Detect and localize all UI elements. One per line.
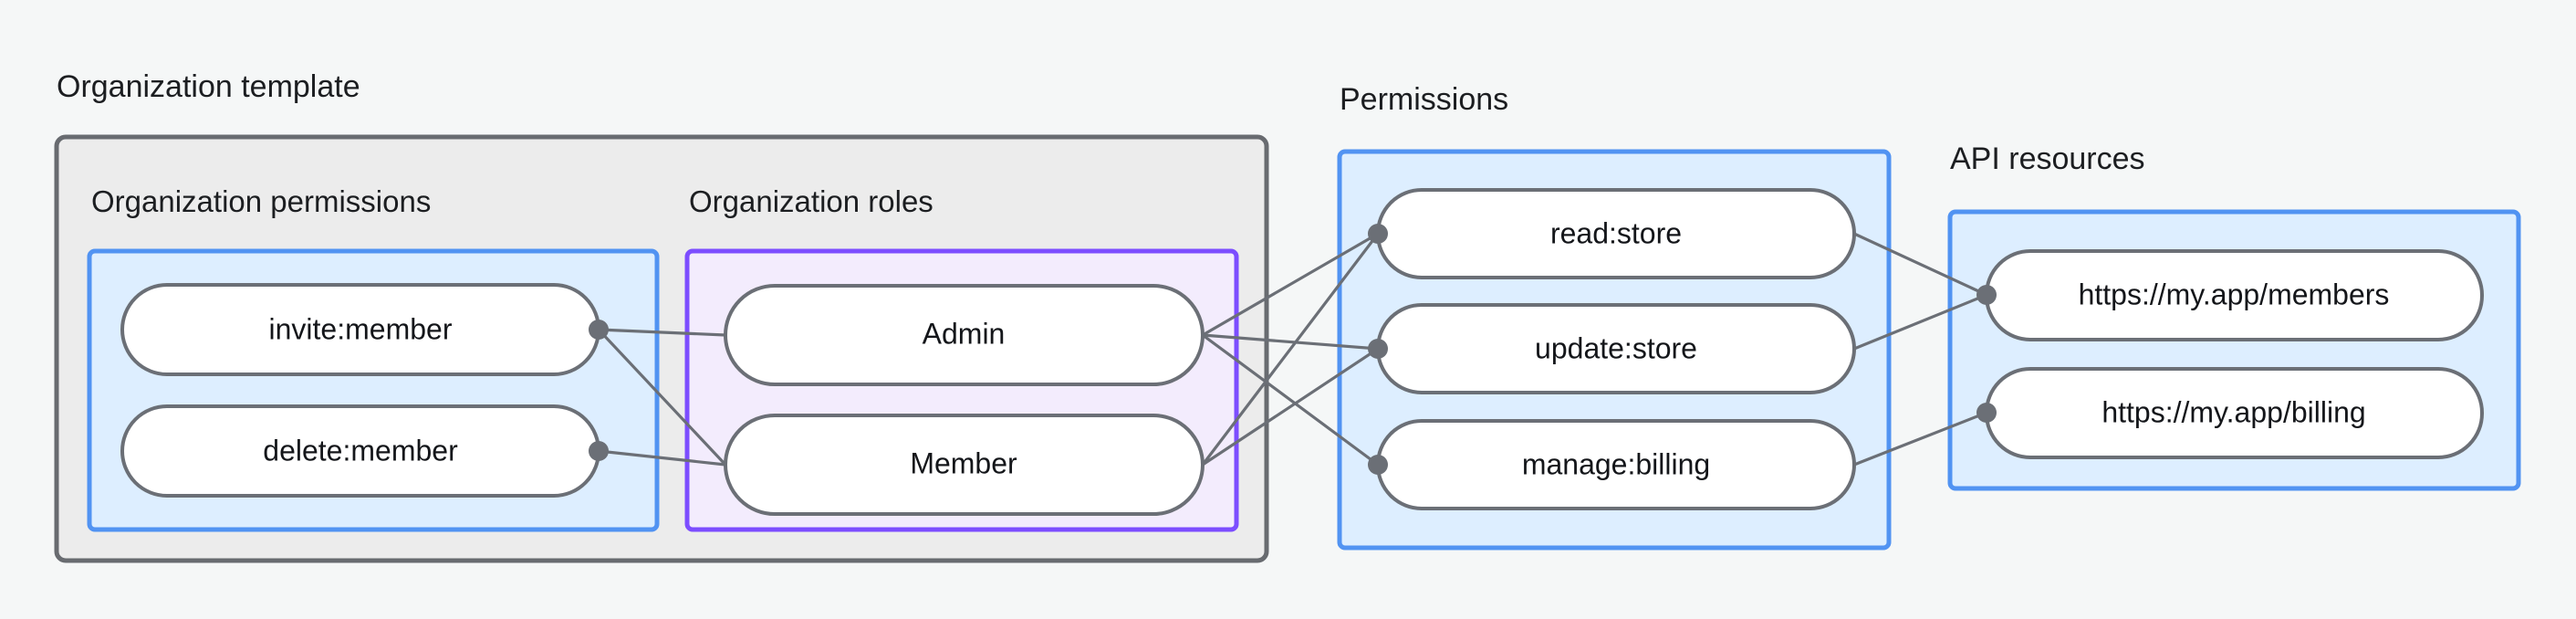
node-delete-member-label: delete:member bbox=[263, 434, 458, 467]
edge-invite-member-to-admin bbox=[598, 328, 726, 337]
organization-roles-title: Organization roles bbox=[689, 184, 933, 218]
node-admin-label: Admin bbox=[923, 317, 1006, 350]
node-members-api[interactable]: https://my.app/members bbox=[1985, 249, 2484, 341]
edge-admin-to-update-store bbox=[1202, 333, 1379, 351]
node-invite-member-label: invite:member bbox=[269, 312, 453, 345]
node-read-store[interactable]: read:store bbox=[1376, 188, 1856, 279]
node-invite-member[interactable]: invite:member bbox=[120, 283, 600, 376]
node-members-api-label: https://my.app/members bbox=[2079, 278, 2390, 310]
port-layer bbox=[589, 224, 1997, 475]
node-delete-member[interactable]: delete:member bbox=[120, 404, 600, 498]
node-update-store[interactable]: update:store bbox=[1376, 303, 1856, 394]
port-delete-member-out bbox=[589, 441, 609, 461]
api-resources-title: API resources bbox=[1950, 142, 2145, 176]
organization-template-title: Organization template bbox=[57, 69, 360, 104]
edge-admin-to-read-store bbox=[1202, 232, 1379, 337]
port-update-store-in bbox=[1368, 339, 1388, 359]
node-update-store-label: update:store bbox=[1535, 331, 1697, 364]
organization-permissions-title: Organization permissions bbox=[91, 184, 431, 218]
node-member-label: Member bbox=[910, 446, 1017, 479]
port-invite-member-out bbox=[589, 320, 609, 340]
edge-layer bbox=[597, 232, 1987, 467]
port-read-store-in bbox=[1368, 224, 1388, 244]
node-read-store-label: read:store bbox=[1550, 216, 1682, 249]
edge-update-store-to-members-api bbox=[1853, 293, 1987, 351]
edge-delete-member-to-member bbox=[598, 449, 726, 467]
edge-member-to-update-store bbox=[1202, 347, 1379, 467]
node-billing-api[interactable]: https://my.app/billing bbox=[1985, 367, 2484, 459]
node-billing-api-label: https://my.app/billing bbox=[2101, 395, 2365, 428]
edge-member-to-read-store bbox=[1201, 233, 1380, 466]
edge-manage-billing-to-billing-api bbox=[1853, 411, 1987, 467]
node-member[interactable]: Member bbox=[724, 414, 1205, 516]
port-billing-api-in bbox=[1976, 403, 1997, 423]
node-admin[interactable]: Admin bbox=[724, 284, 1205, 386]
edge-invite-member-to-member bbox=[597, 328, 727, 467]
port-manage-billing-in bbox=[1368, 455, 1388, 475]
node-manage-billing-label: manage:billing bbox=[1522, 447, 1710, 480]
port-members-api-in bbox=[1976, 285, 1997, 305]
permissions-title: Permissions bbox=[1340, 82, 1508, 117]
edge-read-store-to-members-api bbox=[1853, 232, 1987, 297]
node-manage-billing[interactable]: manage:billing bbox=[1376, 419, 1856, 510]
edge-admin-to-manage-billing bbox=[1202, 333, 1379, 467]
